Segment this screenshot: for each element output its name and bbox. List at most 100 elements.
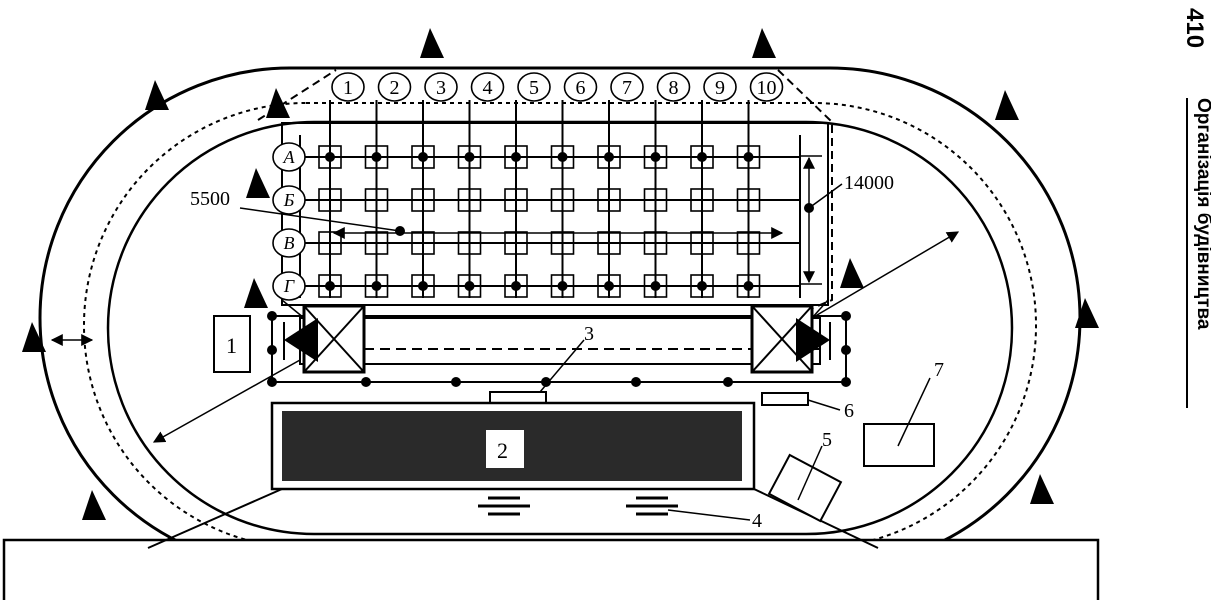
axis-bubble-row xyxy=(272,185,306,215)
warning-flag-icon xyxy=(420,28,444,58)
axis-label-col-3: 3 xyxy=(436,77,446,99)
column-Б-4 xyxy=(457,188,482,212)
column-А-7 xyxy=(597,145,621,169)
span-leader xyxy=(239,207,401,232)
crane-left xyxy=(283,304,366,374)
column-Г-10 xyxy=(736,274,761,298)
column-Г-4 xyxy=(457,274,482,298)
column-А-9 xyxy=(690,145,714,169)
warning-flag-icon xyxy=(752,28,776,58)
column-Г-8 xyxy=(643,274,668,298)
item-1-box xyxy=(213,315,251,373)
axis-label-col-8: 8 xyxy=(669,77,679,99)
warning-flag-icon xyxy=(266,88,290,118)
column-dot xyxy=(371,152,382,162)
axis-label-row-А: А xyxy=(283,147,296,167)
axis-label-col-1: 1 xyxy=(343,77,353,99)
column-А-6 xyxy=(550,145,575,169)
warning-flag-icon xyxy=(145,80,169,110)
column-А-10 xyxy=(736,145,761,169)
column-Г-9 xyxy=(690,274,714,298)
fence-post xyxy=(841,345,851,355)
axis-label-col-9: 9 xyxy=(715,77,725,99)
column-А-4 xyxy=(457,145,482,169)
axis-bubble-col xyxy=(749,72,784,102)
fence-post xyxy=(723,377,733,387)
item-7-leader xyxy=(897,377,931,447)
warning-flag-icon xyxy=(1075,298,1099,328)
column-dot xyxy=(604,152,614,162)
axis-bubble-col xyxy=(610,72,644,102)
column-А-8 xyxy=(643,145,668,169)
column-dot xyxy=(743,281,754,291)
warning-flag-icon xyxy=(995,90,1019,120)
column-Б-9 xyxy=(690,188,714,212)
column-dot xyxy=(557,152,568,162)
column-Б-1 xyxy=(318,188,342,212)
column-Г-5 xyxy=(504,274,528,298)
column-В-1 xyxy=(318,231,342,255)
warning-flag-icon xyxy=(840,258,864,288)
fence-post xyxy=(631,377,641,387)
axis-label-col-6: 6 xyxy=(576,77,586,99)
running-title: Організація будівництва xyxy=(1186,98,1211,408)
column-dot xyxy=(557,281,568,291)
axis-bubble-col xyxy=(563,72,598,102)
ground-area xyxy=(2,538,1100,600)
warning-signs xyxy=(22,28,1099,520)
column-dot xyxy=(650,152,661,162)
callout-4: 4 xyxy=(752,510,762,532)
axis-bubble-row xyxy=(272,142,306,172)
axis-bubble-col xyxy=(424,72,458,102)
axis-label-col-4: 4 xyxy=(483,77,493,99)
axis-bubble-col xyxy=(470,72,505,102)
track-fence-posts xyxy=(267,311,851,387)
column-dot xyxy=(371,281,382,291)
axis-bubble-col xyxy=(703,72,737,102)
column-Б-2 xyxy=(364,188,389,212)
callout-1: 1 xyxy=(226,333,237,358)
width-leader xyxy=(808,183,843,209)
dashed-fence xyxy=(83,102,1037,549)
item-6-leader xyxy=(807,399,841,411)
axis-label-row-Г: Г xyxy=(283,276,295,296)
column-grid xyxy=(299,100,801,298)
callout-7: 7 xyxy=(934,359,944,381)
warning-flag-icon xyxy=(246,168,270,198)
axis-bubble-col xyxy=(517,72,551,102)
item-5-leader xyxy=(797,445,823,501)
width-leader-dot xyxy=(804,203,814,213)
column-dot xyxy=(325,152,335,162)
column-Б-10 xyxy=(736,188,761,212)
diag-left xyxy=(281,299,305,319)
warning-flag-icon xyxy=(22,322,46,352)
fence-post xyxy=(841,311,851,321)
axis-bubble-col xyxy=(656,72,691,102)
axis-label-col-10: 10 xyxy=(757,77,777,99)
column-dot xyxy=(464,281,475,291)
item-5-box xyxy=(767,453,843,523)
column-Б-8 xyxy=(643,188,668,212)
item-4-leader xyxy=(667,509,751,521)
warning-flag-icon xyxy=(82,490,106,520)
fence-post xyxy=(361,377,371,387)
span-leader-dot xyxy=(395,226,405,236)
fence-post xyxy=(267,377,277,387)
dashed-outline-top xyxy=(257,69,833,311)
column-Г-1 xyxy=(318,274,342,298)
callout-2: 2 xyxy=(497,438,508,463)
column-dot xyxy=(650,281,661,291)
column-Б-7 xyxy=(597,188,621,212)
column-Г-6 xyxy=(550,274,575,298)
column-dot xyxy=(743,152,754,162)
axis-bubble-col xyxy=(331,72,365,102)
callout-5: 5 xyxy=(822,429,832,451)
width-dimension-text: 14000 xyxy=(844,172,894,194)
fence-post xyxy=(451,377,461,387)
column-dot xyxy=(418,281,428,291)
column-А-3 xyxy=(411,145,435,169)
column-Г-7 xyxy=(597,274,621,298)
fence-post xyxy=(841,377,851,387)
